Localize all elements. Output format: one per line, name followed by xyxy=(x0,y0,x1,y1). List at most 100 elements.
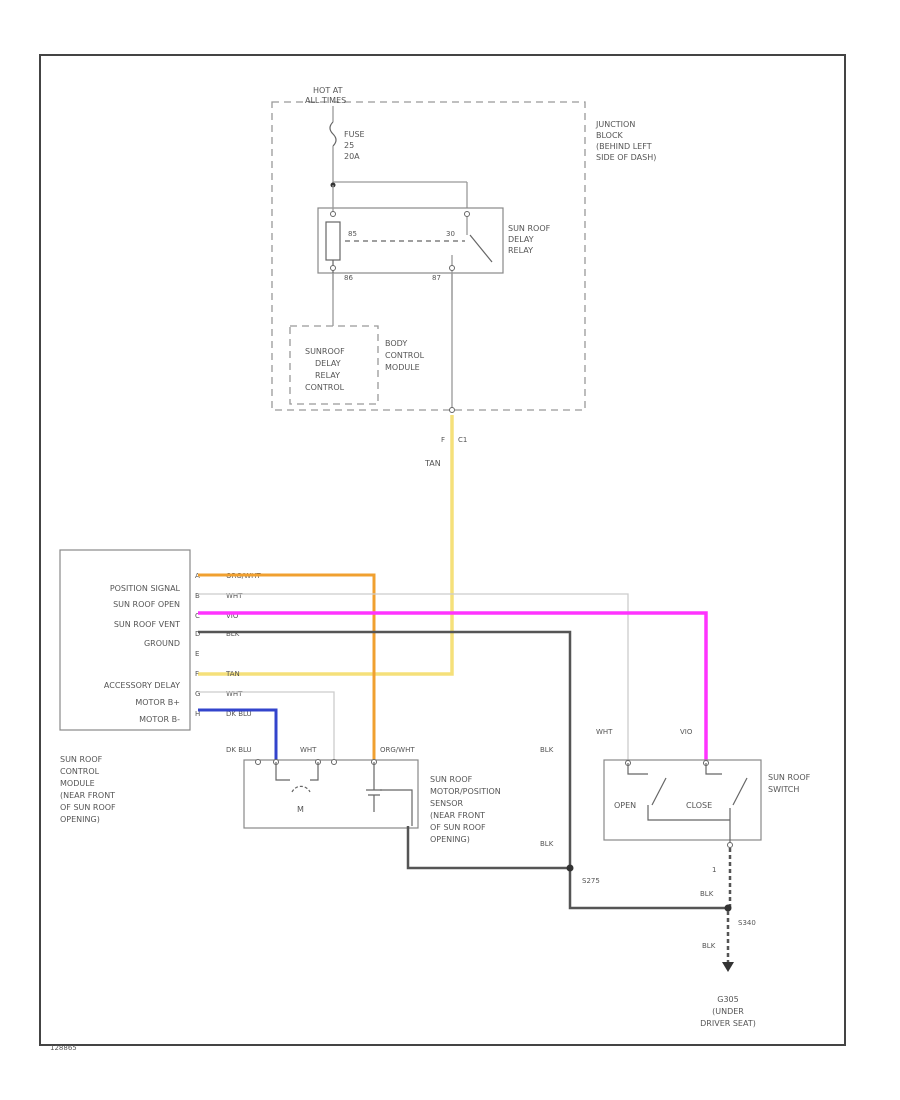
module-name-6: OPENING) xyxy=(60,815,100,824)
relay-pin-86: 86 xyxy=(344,274,353,282)
junction-label-3: (BEHIND LEFT xyxy=(596,142,652,151)
bcm-inner-4: CONTROL xyxy=(305,383,345,392)
junction-label-1: JUNCTION xyxy=(595,120,635,129)
wire-label-wht-open: WHT xyxy=(226,592,243,600)
motor-name-1: SUN ROOF xyxy=(430,775,473,784)
motor-name-2: MOTOR/POSITION xyxy=(430,787,501,796)
pin-e: E xyxy=(195,650,199,658)
ground-name-2: (UNDER xyxy=(712,1007,744,1016)
wire-label-tan: TAN xyxy=(225,670,240,678)
blk-ground-wire xyxy=(198,630,728,910)
sun-roof-motor-box xyxy=(243,759,419,829)
junction-label-2: BLOCK xyxy=(596,131,624,140)
switch-name-2: SWITCH xyxy=(768,785,799,794)
bcm-name-2: CONTROL xyxy=(385,351,425,360)
relay-name-2: DELAY xyxy=(508,235,534,244)
splice-s275-label: S275 xyxy=(582,877,600,885)
pin-f: F xyxy=(195,670,199,678)
body-control-module-box xyxy=(289,325,379,405)
module-label-motor-plus: MOTOR B+ xyxy=(135,698,180,707)
motor-symbol: M xyxy=(297,805,304,814)
switch-wire-blk: BLK xyxy=(700,890,714,898)
fuse-number: 25 xyxy=(344,141,354,150)
pin-h: H xyxy=(195,710,200,718)
module-name-2: CONTROL xyxy=(60,767,100,776)
motor-name-4: (NEAR FRONT xyxy=(430,811,485,820)
switch-name-1: SUN ROOF xyxy=(768,773,811,782)
module-label-vent: SUN ROOF VENT xyxy=(114,620,180,629)
blk-label-upper: BLK xyxy=(540,746,554,754)
junction-label-4: SIDE OF DASH) xyxy=(596,153,656,162)
module-label-accessory: ACCESSORY DELAY xyxy=(104,681,180,690)
fuse-25 xyxy=(329,106,337,185)
module-label-ground: GROUND xyxy=(144,639,180,648)
c1-connector-label: C1 xyxy=(458,436,467,444)
module-label-open: SUN ROOF OPEN xyxy=(113,600,180,609)
motor-wire-wht: WHT xyxy=(300,746,317,754)
diagram-frame xyxy=(39,54,846,1046)
switch-close-label: CLOSE xyxy=(686,801,712,810)
motor-ground-wire xyxy=(406,826,570,870)
module-name-3: MODULE xyxy=(60,779,95,788)
switch-open-label: OPEN xyxy=(614,801,636,810)
module-name-4: (NEAR FRONT xyxy=(60,791,115,800)
splice-s275 xyxy=(566,864,574,872)
relay-name-1: SUN ROOF xyxy=(508,224,551,233)
relay-pin-87: 87 xyxy=(432,274,441,282)
motor-wire-orgwht: ORG/WHT xyxy=(380,746,415,754)
sun-roof-control-module xyxy=(59,549,191,731)
motor-name-5: OF SUN ROOF xyxy=(430,823,486,832)
blk-label-lower: BLK xyxy=(540,840,554,848)
wire-label-dkblu: DK BLU xyxy=(226,710,252,718)
module-label-motor-minus: MOTOR B- xyxy=(139,715,180,724)
wht-accessory-wire xyxy=(198,691,335,760)
bcm-inner-3: RELAY xyxy=(315,371,340,380)
switch-internals xyxy=(625,760,748,845)
fuse-label: FUSE xyxy=(344,130,365,139)
motor-internals xyxy=(255,759,413,826)
sun-roof-switch-box xyxy=(603,759,762,841)
wire-label-wht-acc: WHT xyxy=(226,690,243,698)
relay-pin-30: 30 xyxy=(446,230,455,238)
bcm-inner-1: SUNROOF xyxy=(305,347,345,356)
switch-wire-wht: WHT xyxy=(596,728,613,736)
bcm-inner-2: DELAY xyxy=(315,359,341,368)
c1-pin xyxy=(449,407,455,413)
bcm-name-1: BODY xyxy=(385,339,407,348)
switch-pin-1-label: 1 xyxy=(712,866,716,874)
tan-wire xyxy=(198,415,454,676)
junction-block-outline xyxy=(271,101,586,411)
switch-wire-vio: VIO xyxy=(680,728,693,736)
relay-pin-85: 85 xyxy=(348,230,357,238)
vio-wire xyxy=(198,611,708,760)
ground-wire-blk: BLK xyxy=(702,942,716,950)
c1-wire-label: TAN xyxy=(424,459,441,468)
ground-name-1: G305 xyxy=(717,995,738,1004)
ground-name-3: DRIVER SEAT) xyxy=(700,1019,756,1028)
pin-c: C xyxy=(195,612,200,620)
switch-pin-1 xyxy=(727,842,733,848)
pin-g: G xyxy=(195,690,200,698)
sun-roof-delay-relay xyxy=(317,185,504,300)
ground-symbol-icon xyxy=(722,962,734,972)
module-label-position-signal: POSITION SIGNAL xyxy=(110,584,181,593)
wire-label-blk: BLK xyxy=(226,630,240,638)
pin-b: B xyxy=(195,592,200,600)
dk-blu-wire xyxy=(198,708,278,760)
pin-d: D xyxy=(195,630,200,638)
fuse-amps: 20A xyxy=(344,152,360,161)
pin-a: A xyxy=(195,572,200,580)
bcm-name-3: MODULE xyxy=(385,363,420,372)
motor-name-3: SENSOR xyxy=(430,799,463,808)
hot-at-label: HOT AT xyxy=(313,86,343,95)
motor-name-6: OPENING) xyxy=(430,835,470,844)
diagram-id: 128865 xyxy=(50,1044,77,1052)
relay-name-3: RELAY xyxy=(508,246,533,255)
all-times-label: ALL TIMES xyxy=(305,96,346,105)
splice-s340 xyxy=(724,904,732,912)
org-wht-wire xyxy=(198,573,376,760)
wire-label-vio: VIO xyxy=(226,612,239,620)
module-name-1: SUN ROOF xyxy=(60,755,103,764)
